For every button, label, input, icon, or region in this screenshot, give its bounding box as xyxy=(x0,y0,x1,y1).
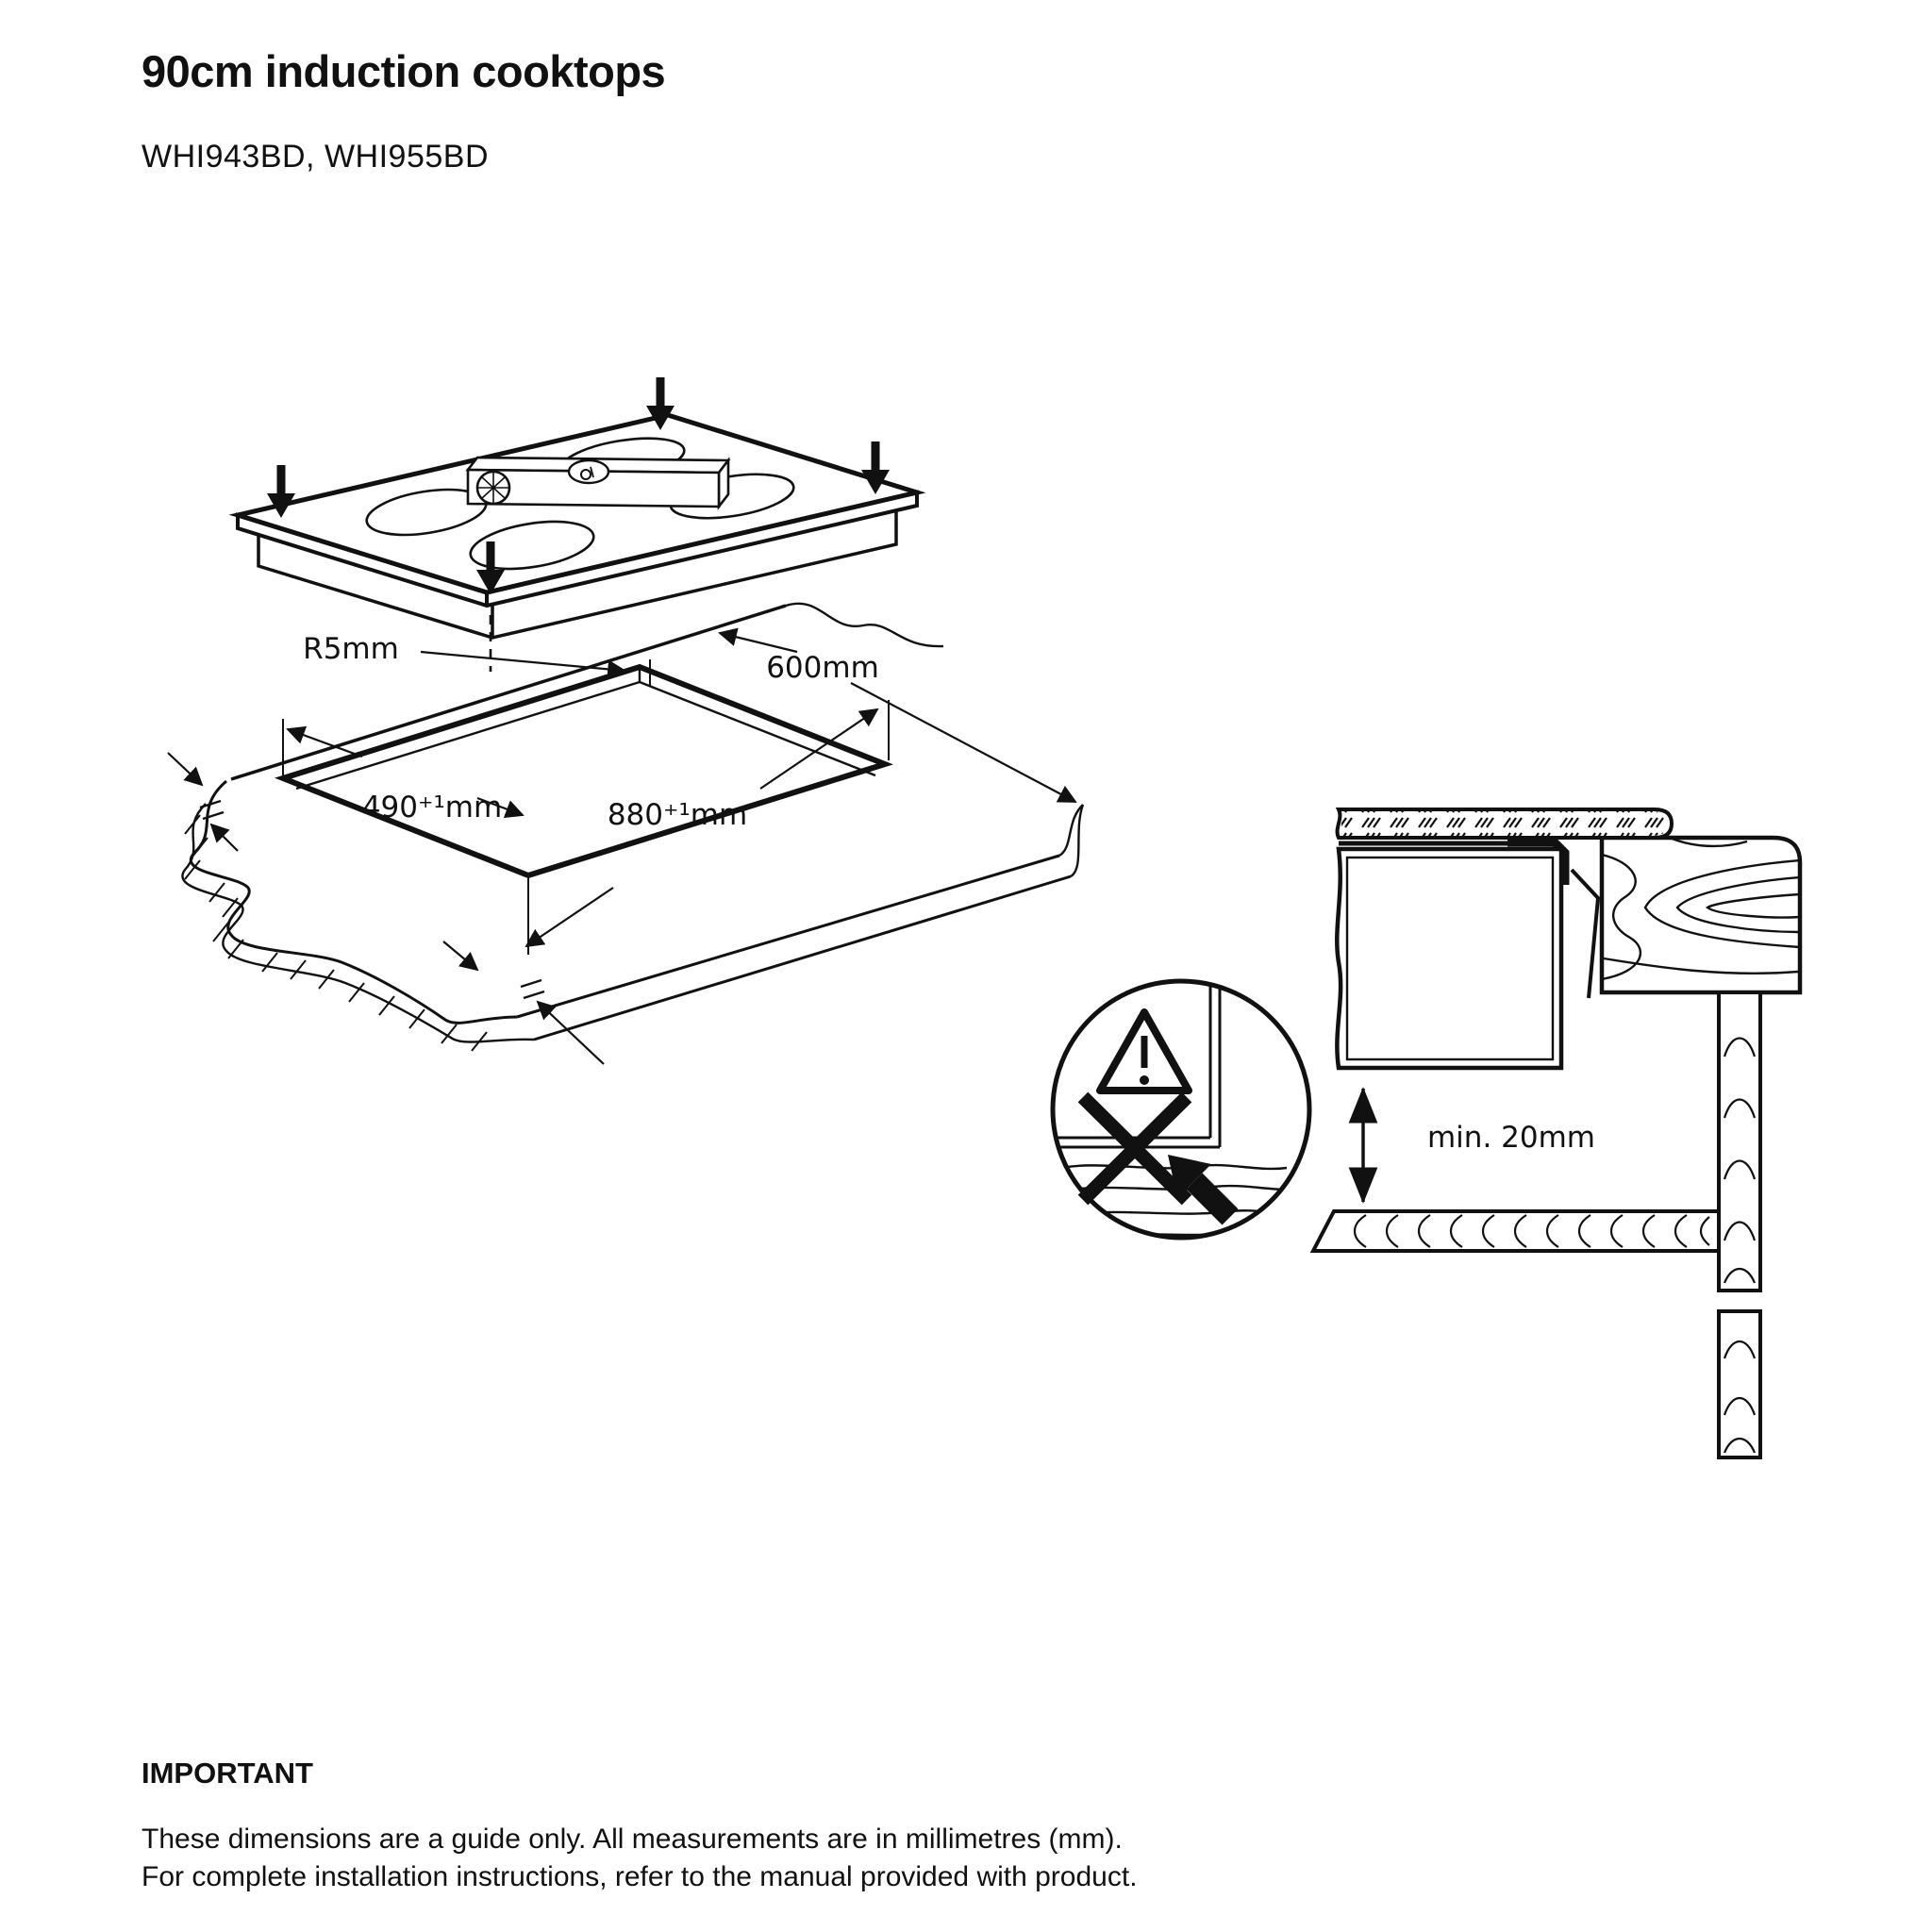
break-hatching xyxy=(184,814,488,1052)
cooktop-isometric xyxy=(228,377,926,672)
wood-grain xyxy=(1353,1214,1710,1248)
dimension-min20: min. 20mm xyxy=(1348,1087,1595,1204)
footer-line1: These dimensions are a guide only. All m… xyxy=(142,1824,1123,1855)
footer-heading: IMPORTANT xyxy=(142,1757,313,1790)
insert-direction-arrow-icons xyxy=(267,377,890,594)
cutout-diagram: R5mm 600mm 490⁺¹mm 8 xyxy=(167,377,1085,1065)
footer-line2: For complete installation instructions, … xyxy=(142,1861,1138,1892)
warning-detail-circle xyxy=(1050,978,1312,1241)
warning-triangle-icon xyxy=(1096,1008,1192,1094)
footer: IMPORTANT These dimensions are a guide o… xyxy=(142,1757,1138,1896)
header: 90cm induction cooktops WHI943BD, WHI955… xyxy=(142,45,666,175)
x-mark-icon xyxy=(1077,1091,1192,1206)
cabinet-panel xyxy=(1717,991,1762,1459)
offset-ticks-left xyxy=(167,752,239,852)
dimension-r5: R5mm xyxy=(303,632,626,679)
dimension-490: 490⁺¹mm xyxy=(282,719,525,824)
cutout-width-label: 490⁺¹mm xyxy=(362,791,502,824)
down-arrow-icon xyxy=(646,377,675,430)
wood-grain xyxy=(1723,1037,1757,1454)
pointer-arrow-icon xyxy=(1168,1155,1239,1225)
cutout-length-label: 880⁺¹mm xyxy=(608,798,747,832)
worktop-section xyxy=(1599,835,1803,995)
model-numbers: WHI943BD, WHI955BD xyxy=(142,139,489,175)
clearance-diagram: min. 20mm xyxy=(1050,808,1803,1459)
down-arrow-icon xyxy=(476,541,505,594)
dimension-880: 880⁺¹mm xyxy=(525,700,890,955)
page-title: 90cm induction cooktops xyxy=(142,46,666,96)
worktop-cutout-hole xyxy=(275,659,893,879)
shelf-section xyxy=(1309,1209,1724,1253)
cutout-radius-label: R5mm xyxy=(303,632,399,666)
clearance-label: min. 20mm xyxy=(1427,1121,1595,1155)
dimension-600: 600mm xyxy=(718,627,1077,803)
down-arrow-icon xyxy=(861,441,890,494)
control-box xyxy=(465,456,731,510)
offset-ticks-bottom xyxy=(442,941,605,1065)
countertop-depth-label: 600mm xyxy=(766,651,879,685)
wood-grain xyxy=(1601,836,1801,981)
cooktop-body-section xyxy=(1335,846,1564,1071)
down-arrow-icon xyxy=(267,465,295,518)
countertop xyxy=(181,602,1085,1052)
cooktop-glass-section xyxy=(1335,808,1674,840)
